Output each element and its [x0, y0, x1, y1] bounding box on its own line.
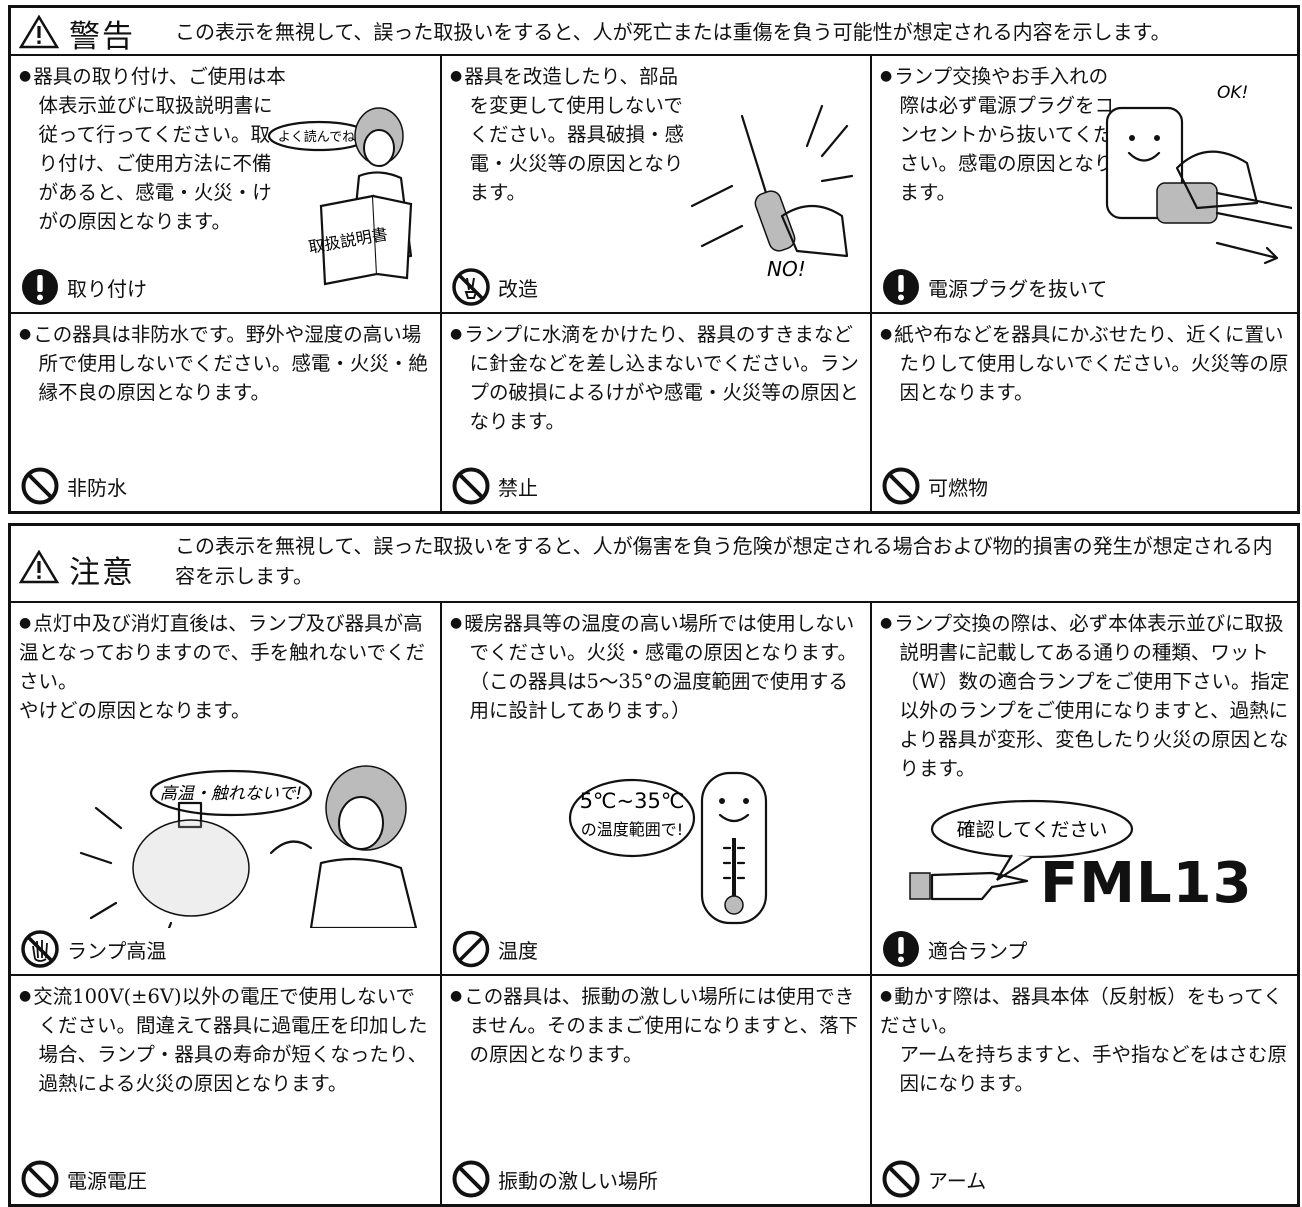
exclamation-icon	[22, 269, 58, 305]
prohibition-icon	[21, 467, 59, 505]
caution-item-label: 振動の激しい場所	[498, 1168, 658, 1193]
bullet: ●	[19, 988, 32, 1004]
caution-item-text: 動かす際は、器具本体（反射板）をもってください。	[880, 985, 1283, 1037]
bullet: ●	[880, 988, 893, 1004]
caution-title: 注意	[69, 555, 135, 591]
bubble-text: NO!	[767, 257, 806, 281]
warning-header: 警告 この表示を無視して、誤った取扱いをすると、人が死亡または重傷を負う可能性が…	[11, 8, 1297, 56]
caution-item-temperature: ●暖房器具等の温度の高い場所では使用しないでください。火災・感電の原因となります…	[442, 603, 872, 976]
warning-item-prohibited: ●ランプに水滴をかけたり、器具のすきまなどに針金などを差し込まないでください。ラ…	[442, 314, 872, 511]
no-touch-icon	[21, 930, 59, 968]
bubble-text: OK!	[1217, 83, 1248, 103]
hot-lamp-illustration: 高温・触れないで!	[79, 765, 418, 928]
warning-item-text: ランプ交換やお手入れの際は必ず電源プラグをコンセントから抜いてください。感電の原…	[894, 65, 1115, 204]
warning-item-label: 可燃物	[928, 475, 988, 500]
warning-item-unplug: ●ランプ交換やお手入れの際は必ず電源プラグをコンセントから抜いてください。感電の…	[872, 56, 1297, 314]
slash-circle-icon	[452, 930, 490, 968]
caution-triangle-icon	[19, 550, 59, 584]
warning-item-modification: ●器具を改造したり、部品を変更して使用しないでください。器具破損・感電・火災等の…	[442, 56, 872, 314]
warning-item-label: 非防水	[67, 475, 127, 500]
bullet: ●	[19, 615, 32, 631]
caution-item-text: ランプ交換の際は、必ず本体表示並びに取扱説明書に記載してある通りの種類、ワット（…	[894, 612, 1290, 780]
caution-item-text: この器具は、振動の激しい場所には使用できません。そのままご使用になりますと、落下…	[464, 985, 859, 1066]
prohibition-icon	[882, 1160, 920, 1198]
warning-item-label: 取り付け	[67, 276, 147, 301]
caution-item-label: 電源電圧	[67, 1168, 147, 1193]
caution-item-arm: ●動かす際は、器具本体（反射板）をもってください。 アームを持ちますと、手や指な…	[872, 976, 1297, 1204]
warning-item-text: 器具を改造したり、部品を変更して使用しないでください。器具破損・感電・火災等の原…	[464, 65, 685, 204]
screwdriver-illustration: NO!	[690, 104, 854, 281]
bubble-text: 確認してください	[957, 819, 1108, 841]
caution-item-label: ランプ高温	[67, 938, 167, 963]
warning-section: 警告 この表示を無視して、誤った取扱いをすると、人が死亡または重傷を負う可能性が…	[8, 5, 1300, 514]
prohibition-icon	[882, 467, 920, 505]
thermometer-illustration: 5℃~35℃ の温度範囲で!	[568, 771, 768, 925]
caution-item-compatible-lamp: ●ランプ交換の際は、必ず本体表示並びに取扱説明書に記載してある通りの種類、ワット…	[872, 603, 1297, 976]
warning-description: この表示を無視して、誤った取扱いをすると、人が死亡または重傷を負う可能性が想定さ…	[175, 20, 1171, 44]
warning-item-text: この器具は非防水です。野外や湿度の高い場所で使用しないでください。感電・火災・絶…	[33, 323, 428, 404]
caution-section: 注意 この表示を無視して、誤った取扱いをすると、人が傷害を負う危険が想定される場…	[8, 523, 1300, 1207]
caution-item-text: 点灯中及び消灯直後は、ランプ及び器具が高温となっておりますので、手を触れないでく…	[19, 612, 425, 693]
warning-item-combustibles: ●紙や布などを器具にかぶせたり、近くに置いたりして使用しないでください。火災等の…	[872, 314, 1297, 511]
woman-reading-manual-illustration: よく読んでね! 取扱説明書	[267, 107, 413, 286]
caution-item-text-2: アームを持ちますと、手や指などをはさむ原因になります。	[899, 1043, 1287, 1095]
prohibition-icon	[452, 467, 490, 505]
bullet: ●	[450, 326, 463, 342]
bullet: ●	[450, 988, 463, 1004]
unplugging-illustration: OK!	[1105, 83, 1292, 265]
warning-item-installation: ●器具の取り付け、ご使用は本体表示並びに取扱説明書に従って行ってください。取り付…	[11, 56, 442, 314]
caution-item-label: 適合ランプ	[928, 938, 1028, 963]
warning-item-label: 電源プラグを抜いて	[928, 276, 1108, 301]
caution-item-hot-lamp: ●点灯中及び消灯直後は、ランプ及び器具が高温となっておりますので、手を触れないで…	[11, 603, 442, 976]
caution-header: 注意 この表示を無視して、誤った取扱いをすると、人が傷害を負う危険が想定される場…	[11, 526, 1297, 603]
bubble-text: 高温・触れないで!	[160, 784, 302, 804]
lamp-model: FML13	[1040, 851, 1253, 916]
caution-item-label: 温度	[498, 938, 538, 963]
warning-item-not-waterproof: ●この器具は非防水です。野外や湿度の高い場所で使用しないでください。感電・火災・…	[11, 314, 442, 511]
warning-item-text: ランプに水滴をかけたり、器具のすきまなどに針金などを差し込まないでください。ラン…	[464, 323, 859, 433]
caution-item-vibration: ●この器具は、振動の激しい場所には使用できません。そのままご使用になりますと、落…	[442, 976, 872, 1204]
warning-triangle-icon	[19, 15, 59, 49]
caution-item-text-2: やけどの原因となります。	[19, 699, 251, 722]
warning-item-text: 紙や布などを器具にかぶせたり、近くに置いたりして使用しないでください。火災等の原…	[894, 323, 1289, 404]
bullet: ●	[450, 615, 463, 631]
caution-item-text: 交流100V(±6V)以外の電圧で使用しないでください。間違えて器具に過電圧を印…	[33, 985, 428, 1095]
prohibition-icon	[21, 1160, 59, 1198]
bubble-text-2: の温度範囲で!	[581, 820, 683, 839]
confirm-bubble-illustration: 確認してください	[909, 799, 1134, 901]
caution-item-voltage: ●交流100V(±6V)以外の電圧で使用しないでください。間違えて器具に過電圧を…	[11, 976, 442, 1204]
prohibition-icon	[452, 1160, 490, 1198]
bullet: ●	[450, 68, 463, 84]
warning-item-text: 器具の取り付け、ご使用は本体表示並びに取扱説明書に従って行ってください。取り付け…	[33, 65, 286, 233]
warning-item-label: 禁止	[498, 475, 538, 500]
caution-item-label: アーム	[928, 1168, 987, 1193]
exclamation-icon	[883, 269, 919, 305]
exclamation-icon	[883, 931, 919, 967]
caution-item-text: 暖房器具等の温度の高い場所では使用しないでください。火災・感電の原因となります。…	[464, 612, 857, 722]
caution-description: この表示を無視して、誤った取扱いをすると、人が傷害を負う危険が想定される場合およ…	[175, 534, 1273, 588]
warning-item-label: 改造	[498, 276, 538, 301]
bubble-text: よく読んでね!	[278, 129, 361, 145]
bullet: ●	[880, 326, 893, 342]
bullet: ●	[880, 68, 893, 84]
bullet: ●	[880, 615, 893, 631]
bullet: ●	[19, 326, 32, 342]
bubble-text-1: 5℃~35℃	[580, 789, 685, 813]
warning-title: 警告	[69, 19, 135, 55]
bullet: ●	[19, 68, 32, 84]
no-disassembly-icon	[452, 268, 490, 306]
